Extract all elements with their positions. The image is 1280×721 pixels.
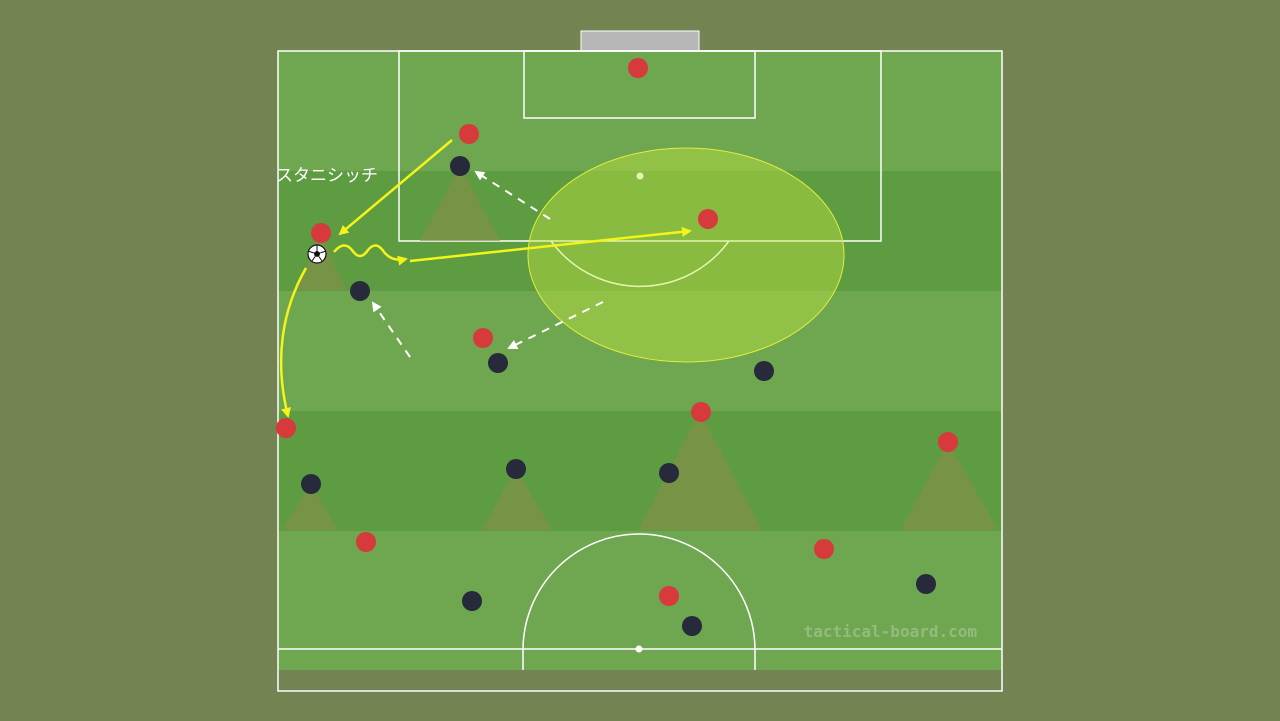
cone <box>638 412 762 530</box>
run-arrows <box>371 170 604 358</box>
dark-player[interactable] <box>301 474 321 494</box>
pass-arrow <box>409 226 692 263</box>
center-circle <box>522 533 756 670</box>
red-player[interactable] <box>938 432 958 452</box>
red-player[interactable] <box>473 328 493 348</box>
pitch <box>278 51 1002 670</box>
pass-arrow <box>279 267 308 418</box>
dark-player[interactable] <box>916 574 936 594</box>
dribble-arrow <box>333 244 408 266</box>
red-player[interactable] <box>628 58 648 78</box>
pitch-stripe <box>278 291 1002 411</box>
dark-team <box>301 156 936 636</box>
pass-arrow <box>338 139 453 236</box>
player-name-label: スタニシッチ <box>276 166 378 186</box>
watermark: tactical-board.com <box>804 622 978 641</box>
cone <box>420 166 500 241</box>
dark-player[interactable] <box>506 459 526 479</box>
soccer-ball-icon[interactable] <box>307 244 327 264</box>
dark-player[interactable] <box>350 281 370 301</box>
red-player[interactable] <box>356 532 376 552</box>
goal-net <box>580 30 700 52</box>
run-arrow <box>507 301 604 349</box>
dark-player[interactable] <box>462 591 482 611</box>
cone <box>482 469 552 530</box>
red-team <box>276 58 958 606</box>
cone <box>900 442 998 530</box>
highlight-zone <box>527 147 845 363</box>
red-player[interactable] <box>276 418 296 438</box>
red-player[interactable] <box>659 586 679 606</box>
red-player[interactable] <box>814 539 834 559</box>
center-spot <box>635 645 643 653</box>
pitch-markings <box>277 30 1003 692</box>
red-player[interactable] <box>691 402 711 422</box>
red-player-stanisic[interactable] <box>311 223 331 243</box>
dark-player[interactable] <box>682 616 702 636</box>
penalty-spot <box>636 172 644 180</box>
dark-player[interactable] <box>659 463 679 483</box>
pitch-stripe <box>278 411 1002 531</box>
cone <box>282 484 338 530</box>
dark-player[interactable] <box>488 353 508 373</box>
dark-player[interactable] <box>450 156 470 176</box>
goal-area <box>523 50 756 119</box>
dark-player[interactable] <box>754 361 774 381</box>
pass-arrows <box>279 139 692 418</box>
penalty-arc <box>550 240 730 288</box>
red-player[interactable] <box>459 124 479 144</box>
red-player[interactable] <box>698 209 718 229</box>
run-arrow <box>371 301 411 358</box>
